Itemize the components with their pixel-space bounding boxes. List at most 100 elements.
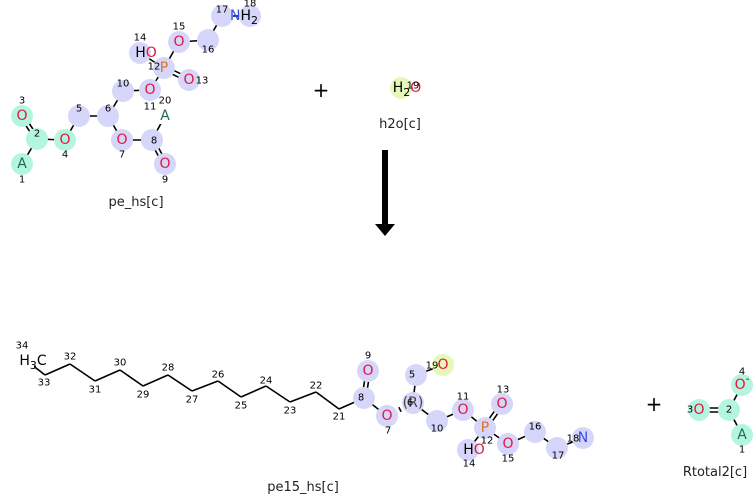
atom-number: 6	[105, 104, 111, 115]
atom-highlight	[474, 417, 496, 439]
atom-2-24: 24	[260, 376, 273, 387]
atom-label: O	[437, 357, 448, 373]
atom-label: O	[693, 402, 704, 418]
atom-number: 7	[385, 426, 391, 437]
atom-highlight	[491, 393, 513, 415]
atom-number: 20	[159, 96, 172, 107]
atom-number: 12	[148, 62, 161, 73]
atom-2-15: O15	[502, 436, 515, 465]
atom-highlight	[405, 364, 427, 386]
atom-number: 2	[34, 129, 40, 140]
atom-label: N	[578, 430, 588, 446]
atom-2-5: 5	[409, 370, 415, 381]
atom-number: 24	[260, 376, 273, 387]
atom-highlight	[54, 129, 76, 151]
atom-number: 4	[739, 367, 745, 378]
atom-0-3: O3	[16, 96, 27, 125]
atom-0-11: O11	[144, 82, 157, 113]
atom-highlight	[452, 399, 474, 421]
atom-number: 27	[186, 395, 199, 406]
atom-label: O	[502, 436, 513, 452]
atom-highlight	[139, 79, 161, 101]
atom-number: 16	[202, 45, 215, 56]
atom-2-7: O7	[381, 408, 392, 437]
atom-2-22: 22	[310, 381, 323, 392]
atom-2-28: 28	[162, 363, 175, 374]
single-bond	[69, 363, 96, 382]
atom-2-11: O11	[457, 392, 470, 419]
atom-number: 9	[162, 175, 168, 186]
atom-label: H2O	[393, 80, 422, 99]
molecule-name-pe15-hs: pe15_hs[c]	[267, 480, 339, 494]
atom-number: 18	[567, 434, 580, 445]
arrow-shaft	[382, 150, 388, 224]
atom-label: P	[160, 60, 168, 76]
atom-2-9: O9	[362, 351, 373, 380]
atom-number: 32	[64, 352, 77, 363]
atom-2-10: 10	[431, 424, 444, 435]
atom-highlight	[153, 57, 175, 79]
single-bond	[44, 363, 71, 376]
atom-number: 13	[497, 385, 510, 396]
atom-number: 12	[481, 436, 494, 447]
atom-2-30: 30	[114, 358, 127, 369]
atom-highlight	[154, 153, 176, 175]
atom-number: 8	[358, 393, 364, 404]
single-bond	[191, 380, 219, 392]
atom-highlight	[731, 424, 753, 446]
atom-number: 14	[134, 33, 147, 44]
atom-0-10: 10	[117, 79, 130, 90]
atom-label: O	[496, 396, 507, 412]
atom-number: 11	[457, 392, 470, 403]
single-bond	[265, 385, 291, 403]
highlights-layer	[11, 5, 753, 461]
atom-label: H3C	[19, 353, 47, 372]
single-bond	[217, 380, 242, 398]
molecule-name-pe-hs: pe_hs[c]	[108, 195, 163, 210]
atom-number: 3	[19, 96, 25, 107]
atom-number: 2	[726, 405, 732, 416]
atom-0-2: 2	[34, 129, 40, 140]
atom-3-4: O-4	[735, 367, 750, 394]
atom-number: 14	[463, 459, 476, 470]
atom-label: NH2	[230, 8, 258, 27]
atom-number: 19	[426, 361, 439, 372]
atom-label: O	[159, 156, 170, 172]
atom-highlight	[26, 128, 48, 150]
atom-number: 23	[284, 406, 297, 417]
atom-2-27: 27	[186, 395, 199, 406]
atom-2-18: N18	[567, 430, 589, 446]
atom-label: HO	[463, 442, 485, 458]
atom-2-13: O13	[496, 385, 510, 413]
atom-highlight	[524, 421, 546, 443]
atom-2-29: 29	[137, 390, 150, 401]
atom-number: 16	[529, 422, 542, 433]
atom-highlight	[390, 77, 412, 99]
atom-number: 29	[137, 390, 150, 401]
atom-number: 33	[38, 378, 51, 389]
atom-number: 18	[244, 0, 257, 10]
atom-highlight	[688, 399, 710, 421]
atom-number: 1	[19, 175, 25, 186]
atom-0-8: 8	[151, 136, 157, 147]
atom-2-33: 33	[38, 378, 51, 389]
atom-2-19: O19	[426, 357, 449, 373]
atom-number: 5	[409, 370, 415, 381]
atom-0-12: P12	[148, 60, 169, 76]
atom-highlight	[497, 433, 519, 455]
atom-highlight	[197, 29, 219, 51]
atom-0-17: 17	[216, 5, 229, 16]
atom-number: 19	[407, 81, 420, 92]
atom-label: A	[17, 156, 27, 172]
reaction-arrow	[375, 150, 395, 236]
atom-highlight	[11, 153, 33, 175]
atom-2-23: 23	[284, 406, 297, 417]
atom-number: 1	[739, 445, 745, 456]
atom-highlight	[402, 392, 424, 414]
atom-label: O	[144, 82, 155, 98]
single-bond	[240, 385, 267, 398]
